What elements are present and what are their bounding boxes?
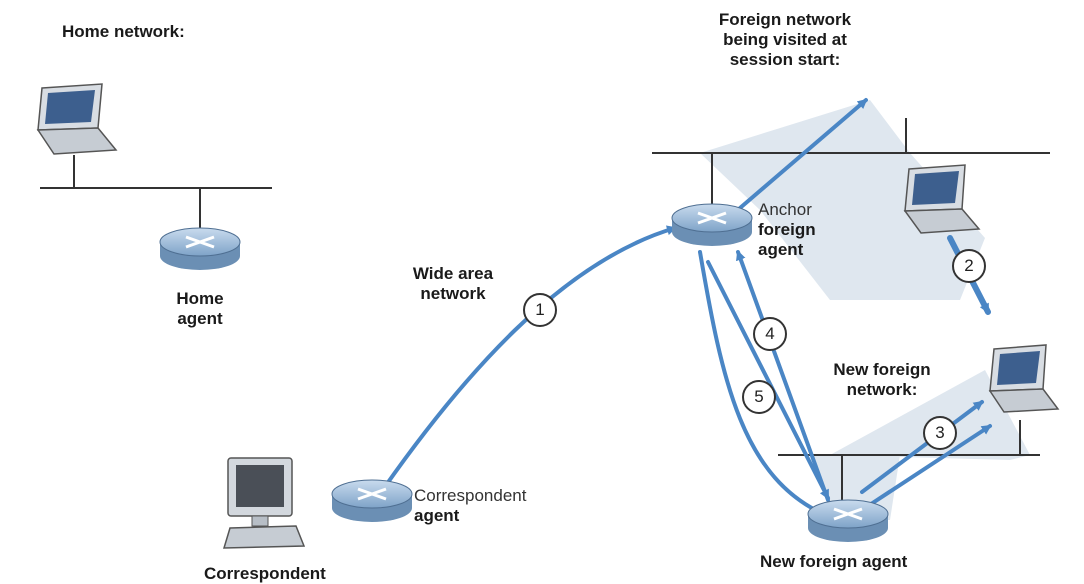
anchor-foreign-agent-label: Anchor foreign agent (758, 200, 816, 260)
network-wires (40, 118, 1050, 505)
router-icon (671, 203, 753, 246)
laptop-icon (988, 344, 1060, 413)
correspondent-agent-line-2: agent (414, 506, 460, 526)
foreign-network-line-1: Foreign network (718, 10, 852, 29)
step-marker-4: 4 (753, 317, 787, 351)
arrow-1 (382, 225, 677, 490)
arrow-5b (698, 250, 830, 518)
arrow-4 (736, 250, 830, 502)
arrow-3a (860, 400, 984, 494)
arrow-3b (866, 424, 992, 508)
step-marker-2: 2 (952, 249, 986, 283)
correspondent-label: Correspondent (204, 564, 326, 583)
laptop-icon (36, 83, 118, 155)
anchor-line-2: foreign (758, 220, 816, 240)
home-agent-line-2: agent (177, 309, 223, 329)
home-network-label: Home network: (62, 22, 185, 41)
foreign-network-label: Foreign network being visited at session… (690, 10, 880, 70)
foreign-network-line-2: being visited at (723, 30, 847, 50)
router-icon (159, 227, 241, 270)
router-icon (807, 499, 889, 542)
wide-area-network-label: Wide area network (398, 264, 508, 304)
new-foreign-agent-label: New foreign agent (760, 552, 908, 571)
shaded-regions (700, 100, 1030, 520)
router-icon (331, 479, 413, 522)
anchor-line-1: Anchor (758, 200, 812, 219)
arrow-5a (706, 260, 830, 500)
arrow-up-to-foreign (738, 98, 868, 210)
step-marker-3: 3 (923, 416, 957, 450)
desktop-computer-icon (222, 457, 306, 549)
home-agent-line-1: Home (176, 289, 224, 308)
correspondent-agent-label: Correspondent agent (414, 486, 526, 526)
step-marker-1: 1 (523, 293, 557, 327)
arrows (382, 98, 992, 518)
foreign-network-line-3: session start: (729, 50, 841, 70)
new-foreign-network-line-1: New foreign (833, 360, 931, 379)
laptop-icon (903, 164, 981, 234)
home-agent-label: Home agent (160, 289, 240, 329)
wide-area-line-2: network (420, 284, 486, 304)
anchor-line-3: agent (758, 240, 804, 260)
new-foreign-network-line-2: network: (846, 380, 918, 400)
correspondent-agent-line-1: Correspondent (414, 486, 527, 505)
step-marker-5: 5 (742, 380, 776, 414)
wide-area-line-1: Wide area (412, 264, 494, 283)
new-foreign-network-label: New foreign network: (812, 360, 952, 400)
